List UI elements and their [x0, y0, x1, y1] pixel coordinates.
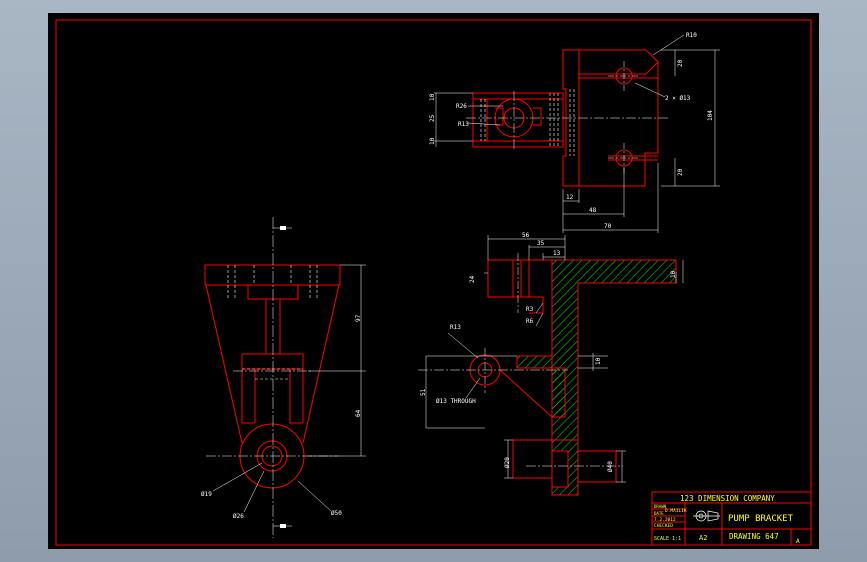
dim-r6: R6	[526, 318, 534, 325]
drawn-by: D.MAILIK	[665, 508, 687, 514]
dim-40-dia: Ø40	[607, 461, 614, 472]
drawn-label: DRAWN	[654, 504, 667, 509]
date-label: DATE	[654, 511, 664, 516]
dim-r13-section: R13	[450, 324, 461, 331]
label-through: Ø13 THROUGH	[436, 398, 476, 405]
drawing-title: PUMP BRACKET	[728, 514, 794, 524]
dim-25: 25	[429, 114, 436, 122]
dim-10-c: 10	[670, 270, 677, 278]
front-view-hidden	[227, 265, 318, 380]
scale-value: SCALE 1:1	[654, 536, 681, 542]
section-dim-lines	[425, 235, 684, 483]
dim-70: 70	[604, 223, 612, 230]
dim-48: 48	[589, 207, 597, 214]
top-view-centerlines	[466, 61, 668, 175]
drawing-border	[55, 19, 812, 546]
dim-64: 64	[355, 409, 362, 417]
checked-label: CHECKED	[654, 523, 673, 529]
dim-20-dia: Ø20	[504, 457, 511, 468]
top-view-labels: R10 20 2 × Ø13 104 20 12 48 70 10 25 10 …	[429, 32, 714, 230]
dim-10-b: 10	[429, 137, 436, 145]
drawing-canvas[interactable]: R10 20 2 × Ø13 104 20 12 48 70 10 25 10 …	[48, 13, 819, 549]
date-value: 7.2.2012	[654, 517, 676, 523]
dim-10-d: 10	[595, 357, 602, 365]
dim-35: 35	[537, 240, 545, 247]
title-block: 123 DIMENSION COMPANY DRAWN D.MAILIK DAT…	[651, 491, 812, 546]
section-view: 56 35 13 24 10 R3 R6 R13 10 51 Ø13 THROU…	[418, 232, 684, 496]
dim-10-a: 10	[429, 93, 436, 101]
section-centerlines	[418, 253, 623, 467]
dim-26-dia: Ø26	[233, 513, 244, 520]
dim-19-dia: Ø19	[201, 491, 212, 498]
section-labels: 56 35 13 24 10 R3 R6 R13 10 51 Ø13 THROU…	[420, 232, 677, 472]
dim-r10: R10	[686, 32, 697, 39]
company-name: 123 DIMENSION COMPANY	[680, 494, 775, 503]
drawing-svg: R10 20 2 × Ø13 104 20 12 48 70 10 25 10 …	[55, 19, 812, 546]
dim-56: 56	[522, 232, 530, 239]
dim-20-bottom: 20	[677, 168, 684, 176]
dim-20-top: 20	[677, 59, 684, 67]
dim-50-dia: Ø50	[331, 510, 342, 517]
front-view: 97 64 Ø19 Ø26 Ø50	[201, 217, 366, 538]
dim-r13-top: R13	[458, 121, 469, 128]
front-view-dim-lines	[212, 264, 366, 513]
dim-97: 97	[355, 314, 362, 322]
dim-2x13: 2 × Ø13	[665, 95, 691, 102]
dim-51: 51	[420, 388, 427, 396]
top-view-dim-lines	[434, 34, 720, 233]
front-view-labels: 97 64 Ø19 Ø26 Ø50	[201, 314, 362, 520]
dim-13: 13	[553, 250, 561, 257]
dim-104: 104	[707, 110, 714, 121]
dim-r3: R3	[526, 306, 534, 313]
projection-symbol-icon	[693, 510, 720, 522]
dim-r26: R26	[456, 103, 467, 110]
sheet-size: A2	[699, 534, 707, 542]
dim-12: 12	[566, 194, 574, 201]
dim-24: 24	[469, 275, 476, 283]
drawing-number: DRAWING 647	[729, 532, 779, 541]
revision: A	[796, 538, 800, 545]
